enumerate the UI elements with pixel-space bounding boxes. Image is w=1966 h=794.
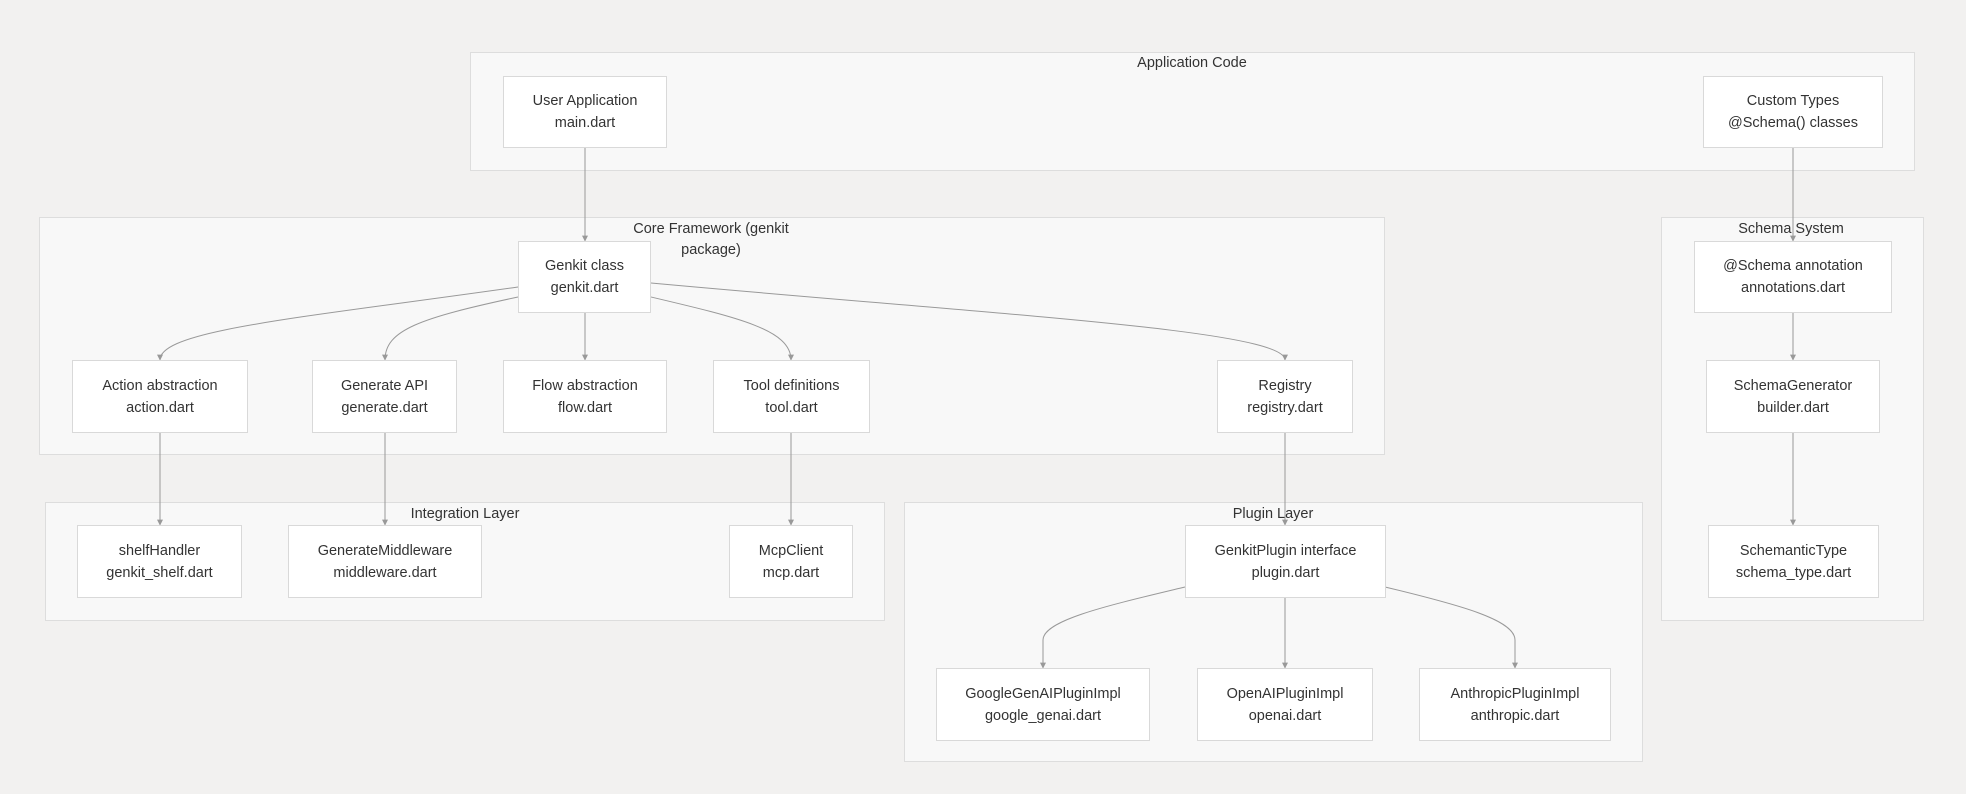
node-file: anthropic.dart bbox=[1470, 707, 1560, 724]
node-label: shelfHandler bbox=[118, 542, 201, 559]
node-file: genkit.dart bbox=[550, 280, 619, 296]
node-file: main.dart bbox=[554, 115, 616, 131]
node-shelf-handler[interactable]: shelfHandler genkit_shelf.dart bbox=[77, 525, 242, 598]
node-genkit-plugin-interface[interactable]: GenkitPlugin interface plugin.dart bbox=[1185, 525, 1386, 598]
cluster-title-application-code: Application Code bbox=[1137, 55, 1247, 71]
cluster-application-code bbox=[470, 52, 1915, 171]
edge-genkit-to-action bbox=[157, 286, 519, 361]
node-google-genai-plugin[interactable]: GoogleGenAIPluginImpl google_genai.dart bbox=[936, 668, 1150, 741]
node-file: annotations.dart bbox=[1741, 280, 1845, 296]
node-label: Generate API bbox=[340, 377, 429, 394]
node-user-application[interactable]: User Application main.dart bbox=[503, 76, 667, 148]
cluster-title-integration-layer: Integration Layer bbox=[410, 506, 520, 522]
node-label: GenerateMiddleware bbox=[317, 542, 453, 559]
node-label: User Application bbox=[532, 93, 638, 109]
node-openai-plugin[interactable]: OpenAIPluginImpl openai.dart bbox=[1197, 668, 1373, 741]
node-schema-annotation[interactable]: @Schema annotation annotations.dart bbox=[1694, 241, 1892, 313]
node-label: McpClient bbox=[758, 542, 824, 559]
node-anthropic-plugin[interactable]: AnthropicPluginImpl anthropic.dart bbox=[1419, 668, 1611, 741]
node-tool-definitions[interactable]: Tool definitions tool.dart bbox=[713, 360, 870, 433]
node-file: flow.dart bbox=[558, 399, 612, 416]
node-file: schema_type.dart bbox=[1735, 564, 1852, 581]
node-label: GenkitPlugin interface bbox=[1214, 542, 1357, 559]
node-custom-types[interactable]: Custom Types @Schema() classes bbox=[1703, 76, 1883, 148]
node-label: OpenAIPluginImpl bbox=[1226, 685, 1344, 702]
node-genkit-class[interactable]: Genkit class genkit.dart bbox=[518, 241, 651, 313]
node-registry[interactable]: Registry registry.dart bbox=[1217, 360, 1353, 433]
node-label: SchemanticType bbox=[1739, 542, 1848, 559]
node-label: AnthropicPluginImpl bbox=[1450, 685, 1580, 702]
cluster-title-schema-system: Schema System bbox=[1738, 221, 1844, 237]
node-label: Action abstraction bbox=[102, 377, 218, 394]
node-label: Custom Types bbox=[1746, 93, 1840, 109]
node-generate-api[interactable]: Generate API generate.dart bbox=[312, 360, 457, 433]
edge-plugin-to-google bbox=[1040, 586, 1186, 669]
node-label: Genkit class bbox=[545, 258, 624, 274]
node-label: Flow abstraction bbox=[532, 377, 638, 394]
node-file: openai.dart bbox=[1248, 707, 1322, 724]
edge-genkit-to-registry bbox=[650, 282, 1288, 361]
node-schemantic-type[interactable]: SchemanticType schema_type.dart bbox=[1708, 525, 1879, 598]
edge-genkit-to-generate bbox=[382, 296, 519, 361]
node-label: SchemaGenerator bbox=[1733, 377, 1853, 394]
node-label: @Schema annotation bbox=[1723, 258, 1863, 274]
node-file: genkit_shelf.dart bbox=[106, 564, 213, 581]
node-generate-middleware[interactable]: GenerateMiddleware middleware.dart bbox=[288, 525, 482, 598]
node-file: action.dart bbox=[126, 399, 194, 416]
node-file: mcp.dart bbox=[762, 564, 820, 581]
cluster-core-framework bbox=[39, 217, 1385, 455]
edge-plugin-to-anthropic bbox=[1384, 586, 1518, 669]
node-label: GoogleGenAIPluginImpl bbox=[965, 685, 1121, 702]
node-file: registry.dart bbox=[1247, 399, 1323, 416]
cluster-title-core-framework: Core Framework (genkit package) bbox=[633, 221, 789, 258]
node-file: generate.dart bbox=[341, 399, 428, 416]
node-schema-generator[interactable]: SchemaGenerator builder.dart bbox=[1706, 360, 1880, 433]
node-file: tool.dart bbox=[765, 399, 818, 416]
node-file: builder.dart bbox=[1757, 399, 1829, 416]
edge-genkit-to-tool bbox=[650, 296, 794, 361]
node-file: plugin.dart bbox=[1251, 564, 1320, 581]
node-label: Tool definitions bbox=[743, 377, 840, 394]
node-action-abstraction[interactable]: Action abstraction action.dart bbox=[72, 360, 248, 433]
node-file: middleware.dart bbox=[333, 564, 437, 581]
cluster-title-plugin-layer: Plugin Layer bbox=[1232, 506, 1314, 522]
node-file: @Schema() classes bbox=[1728, 115, 1858, 131]
node-label: Registry bbox=[1258, 377, 1312, 394]
node-mcp-client[interactable]: McpClient mcp.dart bbox=[729, 525, 853, 598]
node-flow-abstraction[interactable]: Flow abstraction flow.dart bbox=[503, 360, 667, 433]
node-file: google_genai.dart bbox=[984, 707, 1102, 724]
